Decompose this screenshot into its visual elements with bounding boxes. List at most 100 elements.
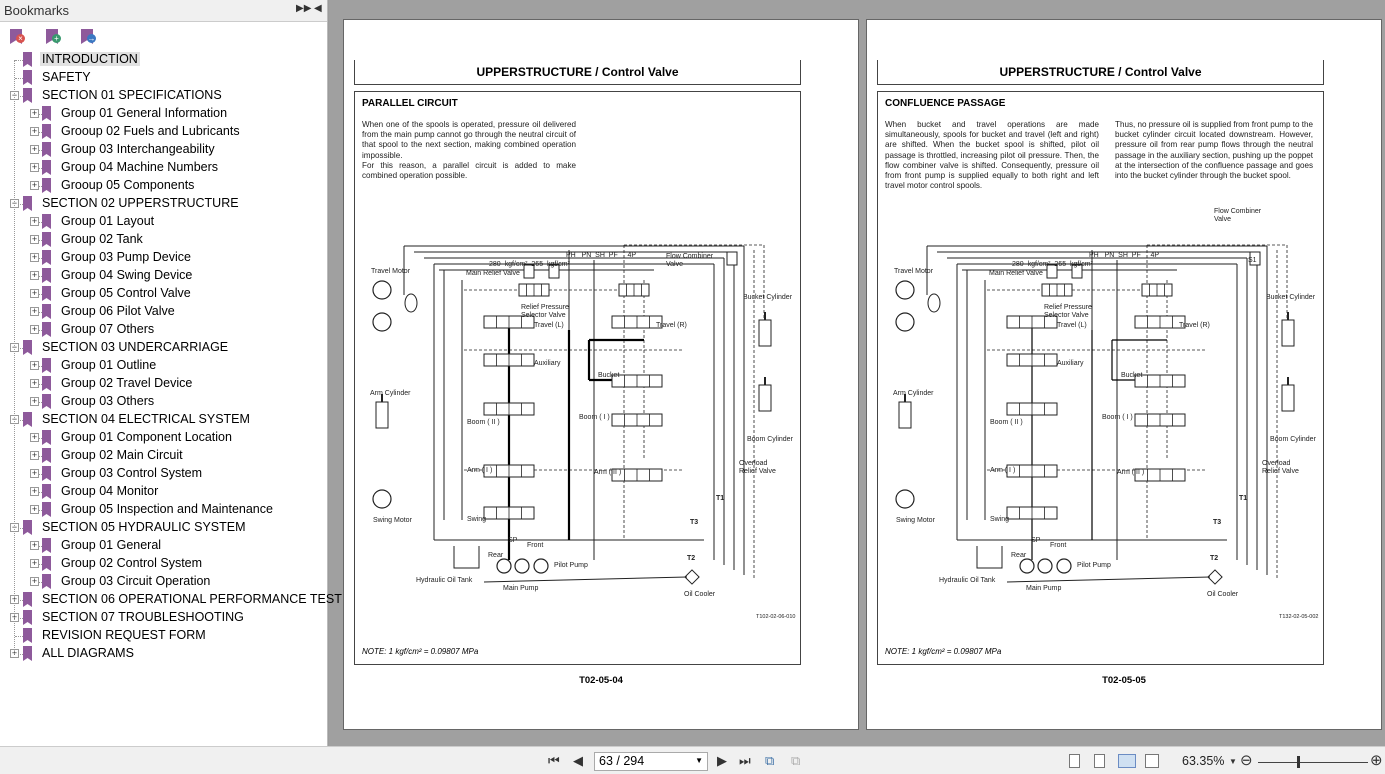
expand-icon[interactable]: +	[30, 234, 39, 244]
bookmark-item[interactable]: −SECTION 05 HYDRAULIC SYSTEM	[0, 519, 328, 537]
next-page-icon[interactable]: ▶	[717, 753, 727, 768]
expand-icon[interactable]: +	[30, 306, 39, 316]
bookmark-item[interactable]: +Grooup 05 Components	[0, 177, 328, 195]
bookmark-icon	[23, 340, 32, 355]
bookmark-item[interactable]: +Group 07 Others	[0, 321, 328, 339]
bookmark-item[interactable]: +Group 06 Pilot Valve	[0, 303, 328, 321]
tree-connector	[15, 60, 23, 61]
bookmarks-header: Bookmarks ▶▶ ◀	[0, 0, 327, 22]
zoom-slider-thumb[interactable]	[1296, 756, 1300, 768]
oil-tank	[453, 546, 480, 569]
bookmark-icon	[42, 394, 51, 409]
content-frame	[877, 91, 1324, 665]
bookmark-item[interactable]: +Group 01 General Information	[0, 105, 328, 123]
bookmark-item[interactable]: +Group 01 Layout	[0, 213, 328, 231]
body-text-col1: When bucket and travel operations are ma…	[885, 120, 1099, 191]
expand-icon[interactable]: +	[30, 216, 39, 226]
expand-icon[interactable]: +	[30, 504, 39, 514]
bookmark-item[interactable]: + Group 03 Control System	[0, 465, 328, 483]
expand-icon[interactable]: +	[30, 288, 39, 298]
expand-icon[interactable]: +	[30, 576, 39, 586]
bookmark-item[interactable]: +Group 01 Outline	[0, 357, 328, 375]
expand-icon[interactable]: +	[30, 360, 39, 370]
bookmark-item[interactable]: +ALL DIAGRAMS	[0, 645, 328, 663]
expand-panel-icon[interactable]: ▶▶	[296, 3, 312, 14]
diagram-label-front: Front	[1050, 542, 1067, 549]
bookmark-item[interactable]: −SECTION 04 ELECTRICAL SYSTEM	[0, 411, 328, 429]
diagram-label-arm-cyl: Arm Cylinder	[370, 390, 411, 397]
next-view-icon[interactable]: ⧉	[791, 753, 801, 768]
expand-icon[interactable]: +	[30, 252, 39, 262]
bookmark-item[interactable]: +Group 02 Main Circuit	[0, 447, 328, 465]
bookmark-item[interactable]: +Group 02 Control System	[0, 555, 328, 573]
bookmark-item[interactable]: + Group 05 Inspection and Maintenance	[0, 501, 328, 519]
bookmark-item[interactable]: +SECTION 06 OPERATIONAL PERFORMANCE TEST	[0, 591, 342, 609]
first-page-icon[interactable]: ⏮	[548, 753, 560, 768]
bookmark-icon	[42, 286, 51, 301]
facing-icon[interactable]	[1118, 754, 1136, 768]
document-view[interactable]: UPPERSTRUCTURE / Control Valve PARALLEL …	[329, 0, 1385, 746]
bookmark-label: Group 01 Component Location	[61, 430, 232, 444]
bookmark-item[interactable]: +Group 04 Swing Device	[0, 267, 328, 285]
bookmark-item[interactable]: INTRODUCTION	[0, 51, 328, 69]
bookmark-item[interactable]: +Group 03 Pump Device	[0, 249, 328, 267]
bookmark-label: Group 03 Control System	[61, 466, 203, 480]
bookmark-item[interactable]: +Group 03 Circuit Operation	[0, 573, 328, 591]
expand-icon[interactable]: +	[30, 558, 39, 568]
chevron-down-icon[interactable]: ▼	[695, 756, 703, 765]
bookmark-item[interactable]: + Group 01 Component Location	[0, 429, 328, 447]
previous-view-icon[interactable]: ⧉	[765, 753, 775, 768]
body-text-col1: When one of the spools is operated, pres…	[362, 120, 576, 181]
expand-icon[interactable]: +	[30, 270, 39, 280]
zoom-out-icon[interactable]: ⊖	[1240, 752, 1253, 769]
zoom-slider-track[interactable]	[1258, 762, 1368, 763]
continuous-facing-icon[interactable]	[1145, 754, 1159, 768]
bookmark-item[interactable]: +Group 04 Machine Numbers	[0, 159, 328, 177]
zoom-in-icon[interactable]: ⊕	[1370, 752, 1383, 769]
diagram-label-sp: SP	[508, 537, 518, 544]
collapse-panel-icon[interactable]: ◀	[314, 3, 322, 14]
bookmark-label: INTRODUCTION	[40, 52, 140, 66]
expand-icon[interactable]: +	[30, 180, 39, 190]
bookmark-item[interactable]: −SECTION 02 UPPERSTRUCTURE	[0, 195, 328, 213]
bookmark-icon	[23, 610, 32, 625]
bookmark-item[interactable]: −SECTION 01 SPECIFICATIONS	[0, 87, 328, 105]
bookmark-label: Group 05 Inspection and Maintenance	[61, 502, 273, 516]
bookmark-item[interactable]: REVISION REQUEST FORM	[0, 627, 328, 645]
bookmark-item[interactable]: +Group 02 Tank	[0, 231, 328, 249]
diagram-label-auxiliary: Auxiliary	[534, 360, 561, 367]
last-page-icon[interactable]: ⏭	[739, 753, 751, 768]
bookmark-item[interactable]: +Group 03 Others	[0, 393, 328, 411]
zoom-dropdown-icon[interactable]: ▼	[1229, 757, 1237, 766]
expand-icon[interactable]: +	[30, 126, 39, 136]
expand-icon[interactable]: +	[30, 324, 39, 334]
zoom-value[interactable]: 63.35%	[1182, 754, 1225, 768]
bookmark-item[interactable]: +Group 02 Travel Device	[0, 375, 328, 393]
bookmark-item[interactable]: + Group 05 Control Valve	[0, 285, 328, 303]
bookmark-item[interactable]: +SECTION 07 TROUBLESHOOTING	[0, 609, 328, 627]
expand-icon[interactable]: +	[30, 486, 39, 496]
prev-page-icon[interactable]: ◀	[573, 753, 583, 768]
expand-icon[interactable]: +	[30, 468, 39, 478]
expand-icon[interactable]: +	[30, 540, 39, 550]
bookmark-item[interactable]: +Group 04 Monitor	[0, 483, 328, 501]
body-text-col2: Thus, no pressure oil is supplied from f…	[1115, 120, 1313, 181]
bookmark-item[interactable]: SAFETY	[0, 69, 328, 87]
single-page-icon[interactable]	[1069, 754, 1080, 768]
expand-icon[interactable]: +	[30, 450, 39, 460]
bookmark-item[interactable]: +Group 01 General	[0, 537, 328, 555]
bookmark-item[interactable]: +Group 03 Interchangeability	[0, 141, 328, 159]
expand-icon[interactable]: +	[30, 108, 39, 118]
bookmark-label: Group 05 Control Valve	[61, 286, 191, 300]
oil-tank	[976, 546, 1003, 569]
bookmark-item[interactable]: −SECTION 03 UNDERCARRIAGE	[0, 339, 328, 357]
hydraulic-motor	[895, 280, 915, 300]
expand-icon[interactable]: +	[30, 378, 39, 388]
continuous-icon[interactable]	[1094, 754, 1105, 768]
expand-icon[interactable]: +	[30, 162, 39, 172]
expand-icon[interactable]: +	[30, 396, 39, 406]
expand-icon[interactable]: +	[30, 144, 39, 154]
page-number-input[interactable]: 63 / 294▼	[594, 752, 708, 771]
expand-icon[interactable]: +	[30, 432, 39, 442]
bookmark-item[interactable]: +Grooup 02 Fuels and Lubricants	[0, 123, 328, 141]
